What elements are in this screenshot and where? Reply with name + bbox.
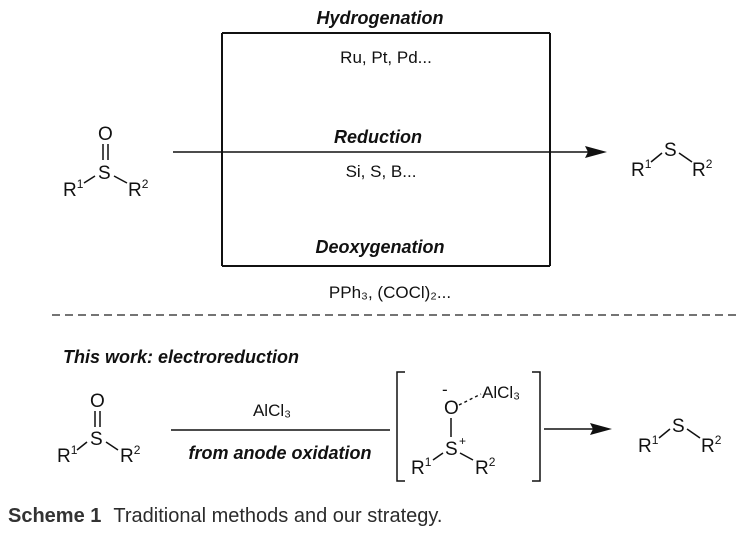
top-reaction-arrow: [173, 146, 607, 158]
oxygen-negative-charge: -: [442, 380, 448, 399]
bottom-sulfoxide-r2: R2: [120, 443, 141, 467]
hydrogenation-reagents: Ru, Pt, Pd...: [340, 48, 432, 67]
top-sulfoxide-r2: R2: [128, 177, 149, 201]
top-sulfoxide-structure: O S R1 R2: [63, 124, 149, 201]
bottom-sulfide-r1: R1: [638, 433, 659, 457]
hydrogenation-label: Hydrogenation: [316, 8, 443, 28]
bottom-sulfoxide-r1: R1: [57, 443, 78, 467]
bottom-reaction-arrow: [544, 423, 612, 435]
this-work-label: This work: electroreduction: [63, 347, 299, 367]
alcl3-reagent: AlCl₃: [253, 401, 291, 420]
scheme-caption: Scheme 1 Traditional methods and our stra…: [8, 505, 442, 528]
sulfur-positive-charge: +: [459, 434, 466, 448]
intermediate-sulfur: S: [445, 439, 458, 460]
deoxygenation-reagents: PPh₃, (COCl)₂...: [329, 283, 451, 302]
top-sulfide-sulfur: S: [664, 140, 677, 161]
top-sulfoxide-r1: R1: [63, 177, 84, 201]
intermediate-structure: O - AlCl₃ S + R1 R2: [411, 380, 520, 479]
deoxygenation-label: Deoxygenation: [315, 237, 444, 257]
bottom-sulfide-sulfur: S: [672, 416, 685, 437]
intermediate-r1: R1: [411, 455, 432, 479]
bottom-sulfoxide-sulfur: S: [90, 429, 103, 450]
reduction-reagents: Si, S, B...: [346, 162, 417, 181]
reduction-label: Reduction: [334, 127, 422, 147]
anode-oxidation-condition: from anode oxidation: [188, 443, 371, 463]
top-reaction-box: [221, 32, 551, 267]
top-sulfoxide-sulfur: S: [98, 163, 111, 184]
top-sulfide-structure: S R1 R2: [631, 140, 713, 181]
reaction-scheme: O S R1 R2 Hydrogenation Ru, Pt, Pd... Re…: [52, 8, 738, 482]
intermediate-bracket-left: [396, 371, 405, 482]
bottom-sulfide-structure: S R1 R2: [638, 416, 722, 457]
bottom-sulfoxide-oxygen: O: [90, 391, 105, 412]
scheme-description: Traditional methods and our strategy.: [113, 505, 443, 527]
top-sulfide-r1: R1: [631, 157, 652, 181]
intermediate-oxygen: O: [444, 398, 459, 419]
top-sulfide-r2: R2: [692, 157, 713, 181]
intermediate-r2: R2: [475, 455, 496, 479]
bottom-sulfide-r2: R2: [701, 433, 722, 457]
top-sulfoxide-oxygen: O: [98, 124, 113, 145]
intermediate-alcl3: AlCl₃: [482, 383, 520, 402]
intermediate-bracket-right: [532, 371, 541, 482]
scheme-number: Scheme 1: [8, 505, 102, 527]
bottom-sulfoxide-structure: O S R1 R2: [57, 391, 141, 467]
